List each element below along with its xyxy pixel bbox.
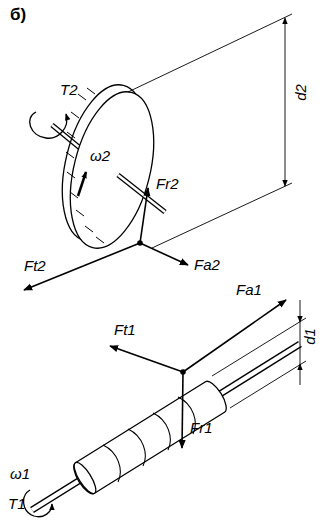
worm-wheel	[30, 76, 169, 257]
torque-label: T1	[8, 496, 26, 511]
torque-label: T2	[60, 82, 78, 97]
force-label: Ft2	[24, 258, 46, 273]
d2-dimension	[128, 14, 292, 248]
angular-speed-label: ω1	[10, 466, 30, 481]
dimension-label: d1	[302, 328, 317, 345]
force-label: Fr2	[156, 176, 179, 191]
angular-speed-label: ω2	[90, 148, 110, 163]
force-label: Fa1	[236, 282, 262, 297]
worm	[24, 344, 300, 517]
figure-letter: б)	[10, 6, 26, 23]
d1-dimension	[212, 300, 306, 408]
force-label: Fa2	[194, 257, 220, 272]
dimension-label: d2	[293, 84, 308, 101]
worm-forces	[110, 300, 286, 448]
force-label: Fr1	[190, 420, 213, 435]
force-label: Ft1	[114, 322, 136, 337]
wheel-forces	[24, 188, 188, 290]
